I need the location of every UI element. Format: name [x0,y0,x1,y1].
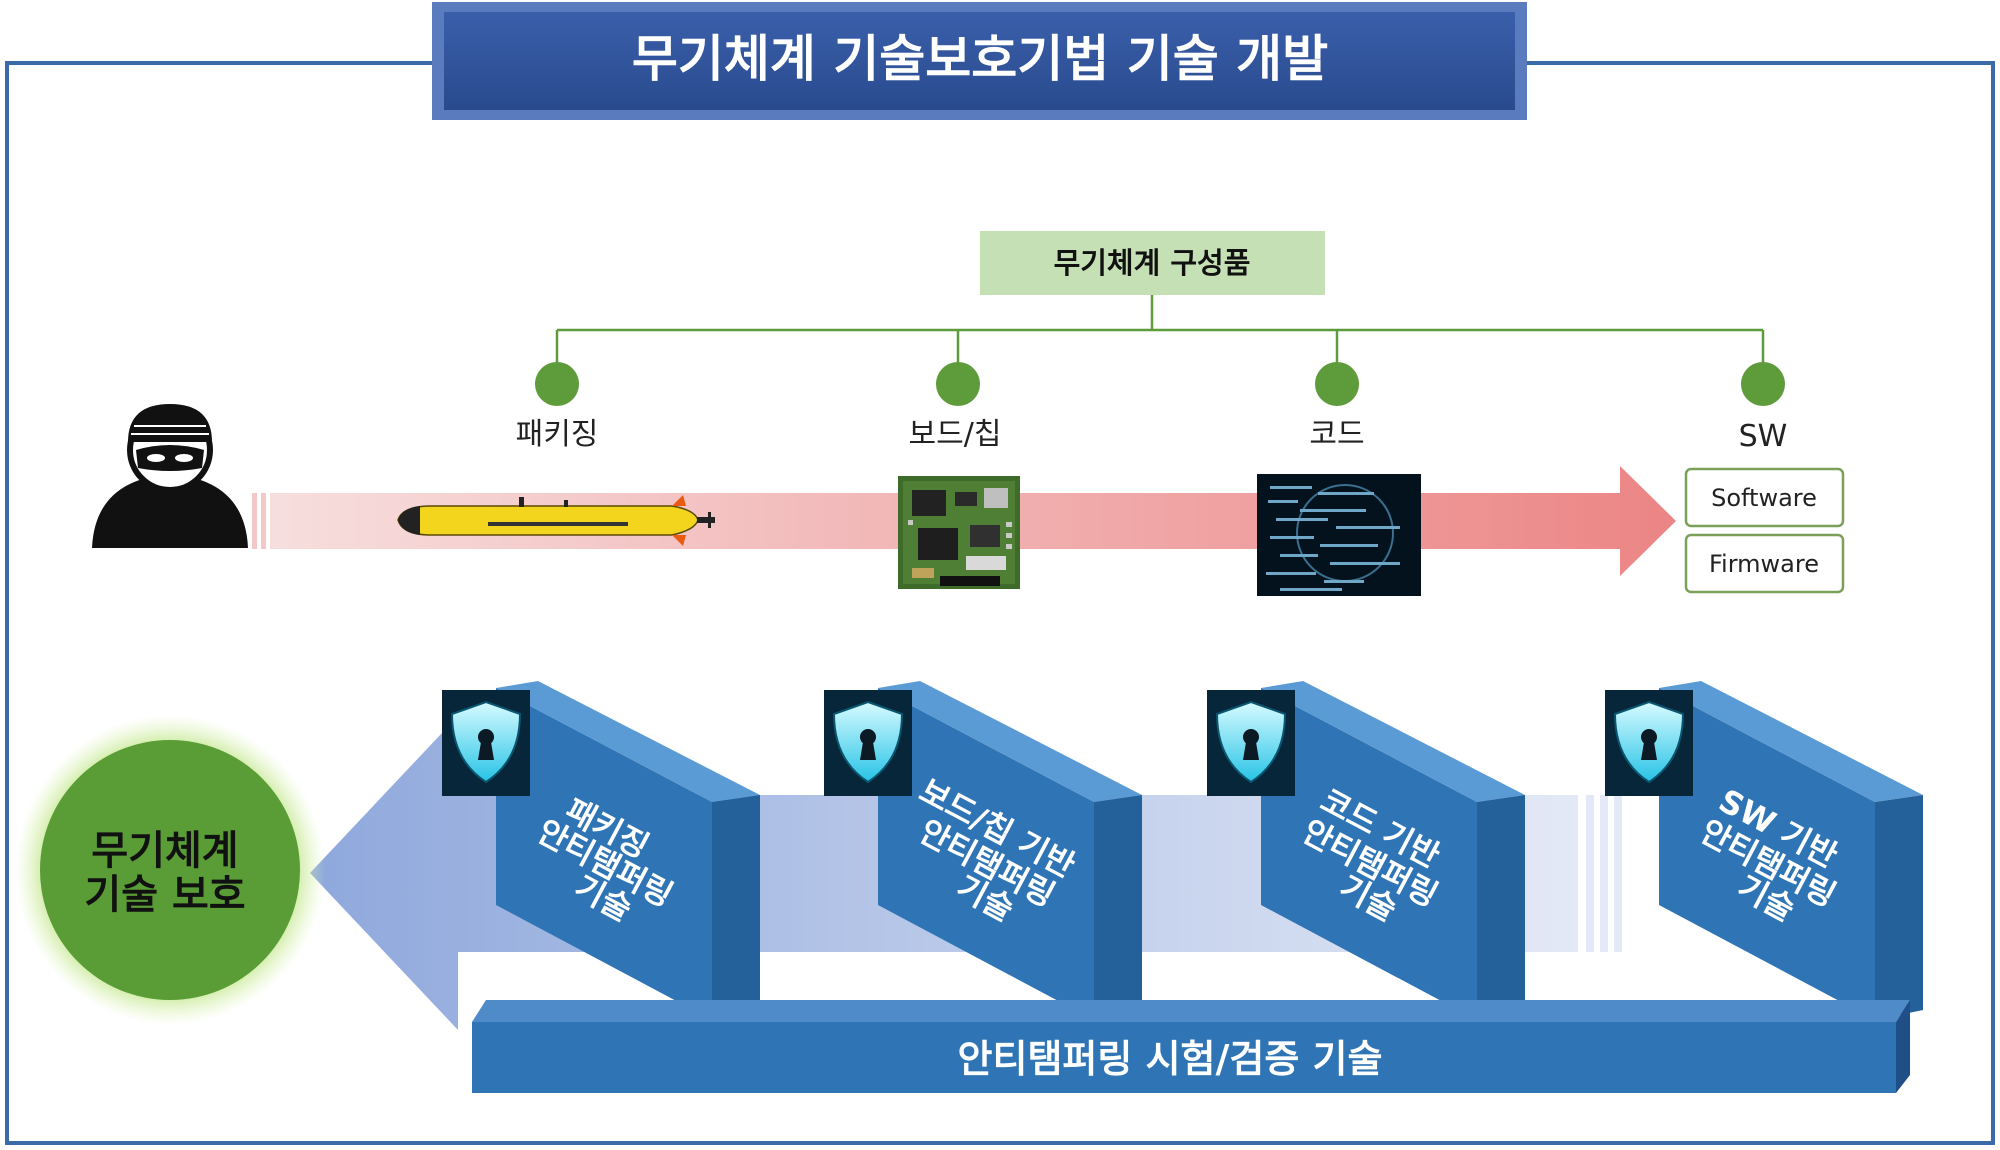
hacker-icon [92,404,248,548]
node-sw-dot [1741,362,1785,406]
tree-nodes [535,362,1785,406]
goal-circle [15,715,325,1025]
circuit-board-image [898,476,1020,589]
goal-label-line2: 기술 보호 [84,872,245,918]
base-bar-label: 안티탬퍼링 시험/검증 기술 [958,1037,1383,1081]
node-board-dot [936,362,980,406]
node-code-dot [1315,362,1359,406]
node-label-board: 보드/칩 [909,417,1002,452]
node-label-code: 코드 [1309,417,1364,452]
sw-item-software-box [1684,467,1845,528]
outer-frame [5,61,1995,1145]
shield-keyhole-icon [824,690,912,796]
goal-label-line1: 무기체계 [91,828,238,874]
component-root-box [980,231,1325,295]
node-label-sw: SW [1739,419,1788,454]
code-screen-image [1257,474,1421,596]
node-label-packaging: 패키징 [516,417,599,452]
tree-connectors [555,295,1765,365]
title-banner: 무기체계 기술보호기법 기술 개발 [432,2,1527,120]
base-bar: 안티탬퍼링 시험/검증 기술 [472,1000,1910,1093]
page-title: 무기체계 기술보호기법 기술 개발 [632,30,1328,88]
shield-keyhole-icon [1207,690,1295,796]
node-packaging-dot [535,362,579,406]
sw-item-software-label: Software [1711,484,1817,512]
underwater-vehicle-image [397,495,715,546]
shield-keyhole-icon [1605,690,1693,796]
shield-keyhole-icon [442,690,530,796]
sw-item-firmware-label: Firmware [1709,550,1819,578]
component-root-label: 무기체계 구성품 [1054,246,1251,280]
sw-item-firmware-box [1684,533,1845,594]
